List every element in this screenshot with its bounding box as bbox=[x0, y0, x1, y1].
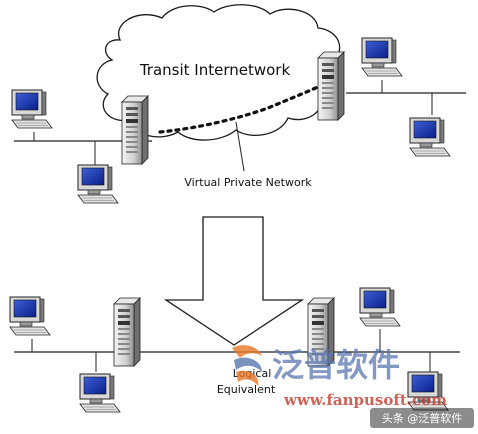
watermark-logo bbox=[232, 345, 262, 386]
left-top-workstation-1 bbox=[11, 89, 53, 129]
left-bottom-workstation-2 bbox=[79, 373, 121, 413]
transit-internetwork-cloud bbox=[96, 4, 343, 141]
vpn-label: Virtual Private Network bbox=[184, 176, 312, 189]
right-top-workstation-2 bbox=[409, 117, 451, 157]
right-top-workstation-1 bbox=[361, 37, 403, 77]
watermark-url: www.fanpusoft.com bbox=[283, 391, 447, 409]
right-bottom-workstation-1 bbox=[359, 287, 401, 327]
left-top-workstation-2 bbox=[77, 164, 119, 204]
left-vpn-server bbox=[121, 95, 149, 165]
credit-label: 头条 @泛普软件 bbox=[382, 411, 463, 425]
vpn-tunnel bbox=[158, 82, 326, 134]
cloud-label: Transit Internetwork bbox=[139, 61, 291, 79]
left-bottom-workstation-1 bbox=[9, 296, 51, 336]
equivalence-arrow bbox=[163, 216, 305, 346]
watermark-brand: 泛普软件 bbox=[272, 346, 400, 384]
left-bottom-server bbox=[113, 297, 141, 367]
right-vpn-server bbox=[317, 51, 345, 121]
logical-label-2: Equivalent bbox=[217, 383, 276, 396]
